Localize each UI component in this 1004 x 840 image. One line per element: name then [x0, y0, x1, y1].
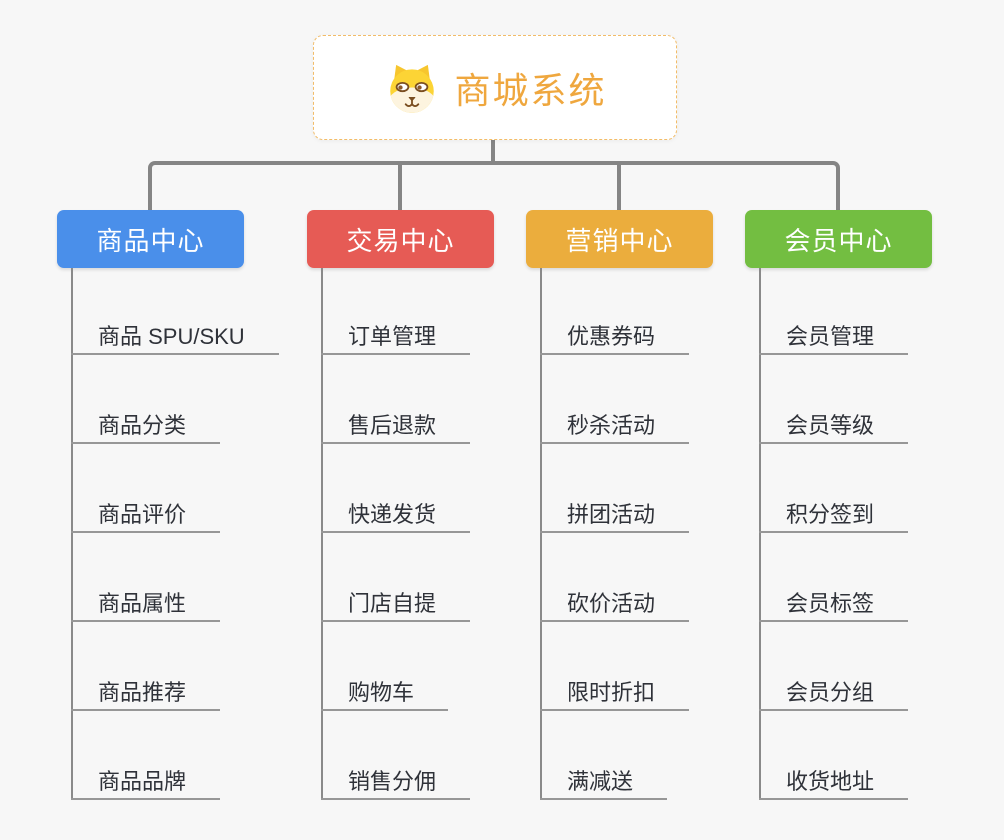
- branch-spine-line: [71, 268, 73, 800]
- leaf-node[interactable]: 购物车: [321, 678, 449, 711]
- branch-node-product-center[interactable]: 商品中心: [57, 210, 244, 268]
- leaf-node[interactable]: 会员标签: [759, 589, 909, 622]
- leaf-node[interactable]: 限时折扣: [540, 678, 690, 711]
- leaf-node[interactable]: 优惠券码: [540, 322, 690, 355]
- branch-node-member-center[interactable]: 会员中心: [745, 210, 932, 268]
- branch-node-marketing-center[interactable]: 营销中心: [526, 210, 713, 268]
- leaf-node[interactable]: 订单管理: [321, 322, 471, 355]
- connector-drop-trade: [398, 165, 402, 210]
- leaf-node[interactable]: 商品评价: [71, 500, 221, 533]
- branch-marketing-center: 营销中心 优惠券码 秒杀活动 拼团活动 砍价活动 限时折扣 满减送: [526, 210, 713, 810]
- leaf-node[interactable]: 会员等级: [759, 411, 909, 444]
- leaf-node[interactable]: 商品属性: [71, 589, 221, 622]
- leaf-node[interactable]: 销售分佣: [321, 767, 471, 800]
- leaf-node[interactable]: 门店自提: [321, 589, 471, 622]
- root-title: 商城系统: [454, 69, 607, 111]
- branch-product-center: 商品中心 商品 SPU/SKU 商品分类 商品评价 商品属性 商品推荐 商品品牌: [57, 210, 279, 810]
- leaf-node[interactable]: 满减送: [540, 767, 668, 800]
- leaf-node[interactable]: 商品品牌: [71, 767, 221, 800]
- root-connector-line: [491, 139, 495, 165]
- leaf-node[interactable]: 快递发货: [321, 500, 471, 533]
- dog-mascot-icon: [390, 64, 435, 113]
- leaf-node[interactable]: 商品分类: [71, 411, 221, 444]
- leaf-node[interactable]: 秒杀活动: [540, 411, 690, 444]
- branch-bus-connector: [148, 161, 840, 210]
- connector-drop-marketing: [617, 165, 621, 210]
- branch-spine-line: [759, 268, 761, 800]
- leaf-node[interactable]: 商品推荐: [71, 678, 221, 711]
- branch-spine-line: [321, 268, 323, 800]
- leaf-node[interactable]: 会员分组: [759, 678, 909, 711]
- branch-member-center: 会员中心 会员管理 会员等级 积分签到 会员标签 会员分组 收货地址: [745, 210, 932, 810]
- leaf-node[interactable]: 积分签到: [759, 500, 909, 533]
- branch-spine-line: [540, 268, 542, 800]
- leaf-node[interactable]: 砍价活动: [540, 589, 690, 622]
- root-node[interactable]: 商城系统: [313, 35, 677, 140]
- leaf-node[interactable]: 收货地址: [759, 767, 909, 800]
- leaf-node[interactable]: 售后退款: [321, 411, 471, 444]
- branch-node-trade-center[interactable]: 交易中心: [307, 210, 494, 268]
- leaf-node[interactable]: 商品 SPU/SKU: [71, 322, 279, 355]
- branch-trade-center: 交易中心 订单管理 售后退款 快递发货 门店自提 购物车 销售分佣: [307, 210, 494, 810]
- leaf-node[interactable]: 拼团活动: [540, 500, 690, 533]
- leaf-node[interactable]: 会员管理: [759, 322, 909, 355]
